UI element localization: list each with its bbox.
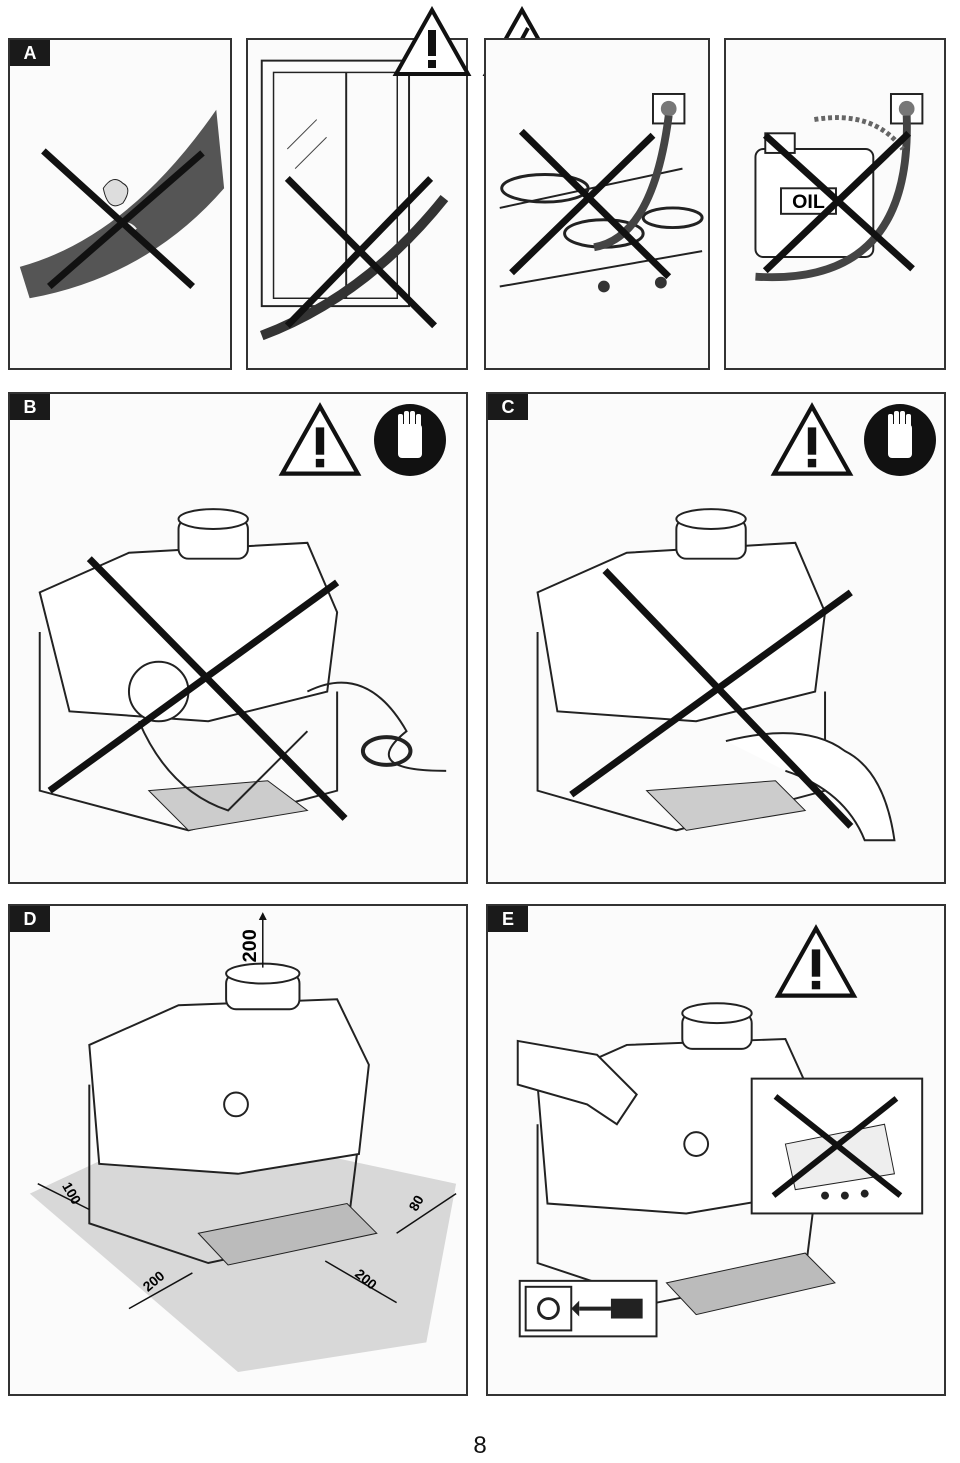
panel-a-sub-4: OIL <box>724 38 946 370</box>
dimension-label-top: 200 <box>239 929 261 962</box>
panel-b: B <box>8 392 468 884</box>
panel-c: C <box>486 392 946 884</box>
page-number: 8 <box>473 1432 487 1459</box>
oil-can-cable-illustration: OIL <box>754 93 924 282</box>
wet-hands-near-machine-illustration <box>536 508 896 842</box>
wet-floor-illustration <box>19 109 225 299</box>
dimension-label-right: 80 <box>405 1192 427 1214</box>
panel-letter: B <box>10 394 50 420</box>
warning-triangle-icon <box>770 402 854 478</box>
oil-can-label: OIL <box>792 191 825 213</box>
child-near-machine-illustration <box>38 508 447 832</box>
warning-triangle-icon <box>278 402 362 478</box>
panel-a-sub-2 <box>246 38 468 370</box>
window-cable-illustration <box>260 59 449 341</box>
panel-a-sub-3 <box>484 38 710 370</box>
stop-hand-icon <box>862 402 938 478</box>
panel-e: E <box>486 904 946 1396</box>
clearance-dimensions-illustration: 200 100 80 200 200 <box>29 912 457 1373</box>
plug-icon <box>610 1298 643 1319</box>
panel-letter: C <box>488 394 528 420</box>
wall-socket-icon <box>524 1285 573 1332</box>
panel-d: 200 100 80 200 200 D <box>8 904 468 1396</box>
hob-cable-illustration <box>499 93 704 293</box>
stop-hand-icon <box>372 402 448 478</box>
warning-triangle-icon <box>392 5 472 78</box>
panel-letter: D <box>10 906 50 932</box>
warning-triangle-icon <box>774 924 858 1000</box>
panel-letter: A <box>10 40 50 66</box>
panel-a-sub-1: A <box>8 38 232 370</box>
panel-letter: E <box>488 906 528 932</box>
unplug-before-cleaning-illustration <box>516 1002 924 1338</box>
